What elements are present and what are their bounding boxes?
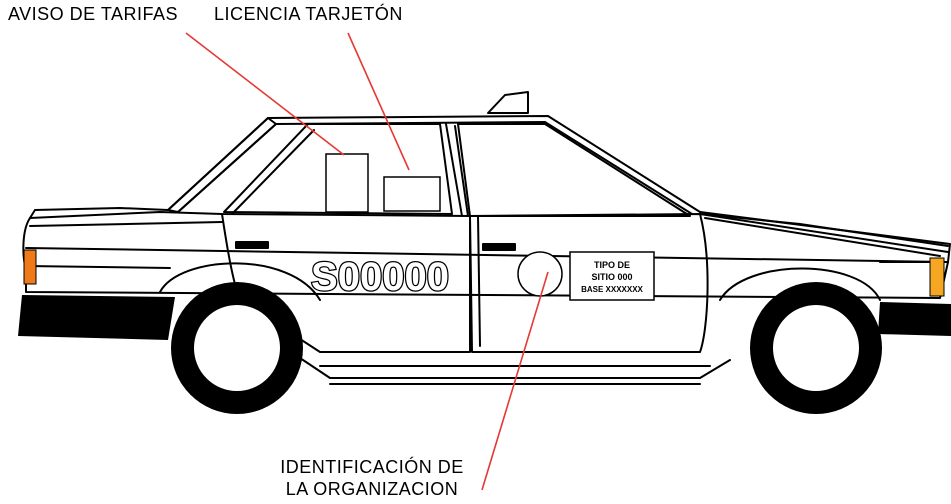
front-wheel	[750, 282, 882, 414]
fare-notice-card	[325, 153, 369, 213]
front-door	[469, 213, 709, 353]
label-licencia-tarjeton: LICENCIA TARJETÓN	[214, 4, 403, 24]
license-card	[383, 176, 441, 212]
door-sign-line2: SITIO 000	[591, 272, 632, 282]
leader-line-identificacion	[481, 271, 549, 491]
head-light	[929, 257, 945, 297]
side-window-rear	[223, 123, 453, 215]
rear-wheel	[171, 282, 303, 414]
door-sign	[569, 251, 655, 301]
organization-emblem	[517, 251, 563, 297]
rear-wheel-arch	[159, 262, 321, 301]
rear-bumper	[18, 295, 175, 340]
side-window-front	[457, 123, 691, 217]
rear-window	[167, 117, 277, 213]
front-wheel-arch	[719, 267, 881, 301]
label-identificacion-line1: IDENTIFICACIÓN DE	[280, 457, 464, 477]
leader-line-aviso	[185, 32, 345, 156]
door-sign-line3: BASE XXXXXXX	[581, 285, 643, 294]
body-belt-line	[29, 211, 949, 247]
leader-line-licencia	[347, 32, 410, 171]
label-identificacion-line2: LA ORGANIZACION	[285, 479, 459, 499]
trunk	[29, 207, 169, 219]
roof-taxi-sign	[487, 91, 529, 114]
front-door-handle	[482, 243, 516, 251]
plate-number: S00000	[311, 255, 449, 299]
front-bumper	[878, 302, 951, 336]
label-identificacion-organizacion: IDENTIFICACIÓN DE LA ORGANIZACION	[252, 456, 492, 500]
rear-door-handle	[235, 241, 269, 249]
rocker-panel	[299, 357, 731, 379]
door-sign-line1: TIPO DE	[594, 260, 630, 270]
label-aviso-de-tarifas: AVISO DE TARIFAS	[8, 4, 179, 24]
tail-light	[23, 249, 37, 285]
